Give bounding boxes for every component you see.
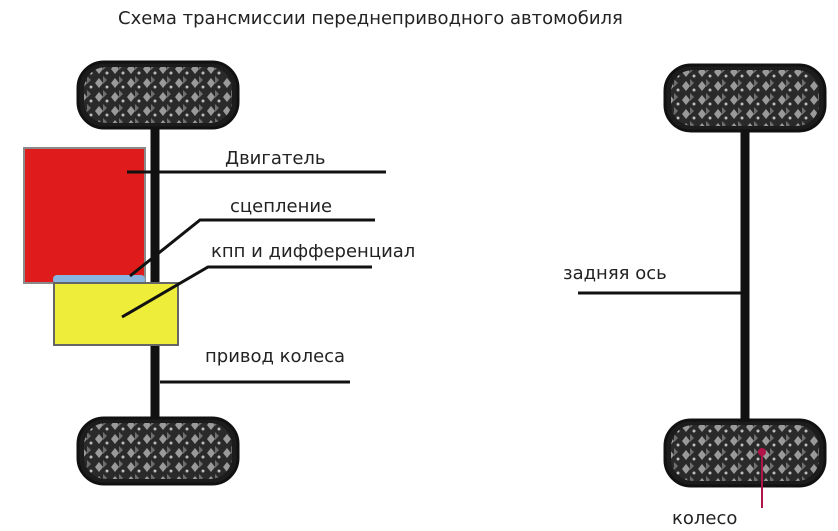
label-rear-axle: задняя ось — [563, 263, 667, 284]
wheel-pointer-dot — [758, 448, 766, 456]
rear-left-tire-icon — [663, 63, 827, 133]
label-gearbox-differential: кпп и дифференциал — [211, 241, 416, 262]
front-right-tire-icon — [76, 416, 240, 486]
rear-right-tire-icon — [663, 418, 827, 488]
gearbox-block — [53, 282, 179, 346]
clutch-block — [53, 275, 145, 284]
label-clutch: сцепление — [230, 196, 333, 217]
diagram-title: Схема трансмиссии переднеприводного авто… — [118, 8, 623, 29]
clutch-leader — [129, 218, 375, 278]
gearbox-leader — [121, 265, 372, 319]
label-wheel: колесо — [672, 508, 738, 529]
engine-block — [23, 147, 146, 284]
label-wheel-drive: привод колеса — [205, 346, 346, 367]
front-left-tire-icon — [76, 60, 240, 130]
label-engine: Двигатель — [225, 148, 326, 169]
